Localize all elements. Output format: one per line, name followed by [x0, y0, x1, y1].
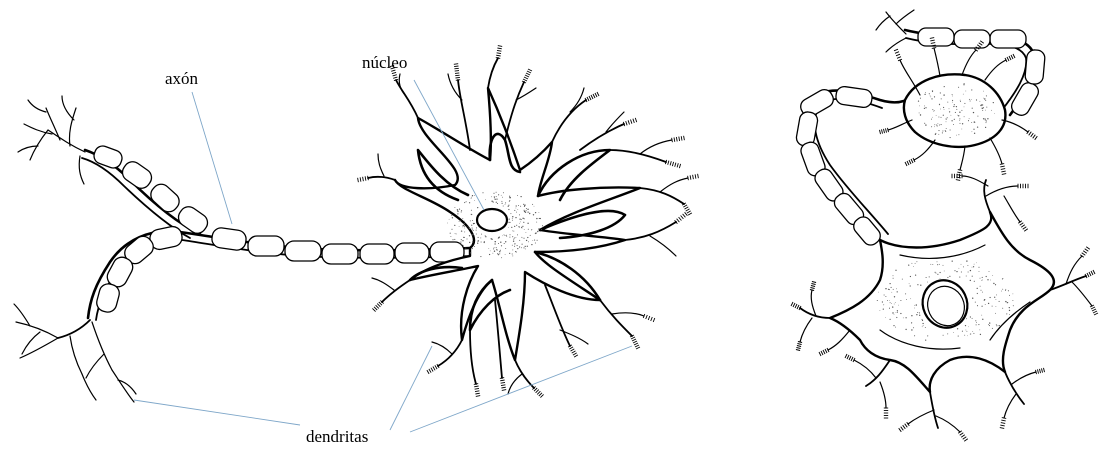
left-axon-terminal-bottom: [14, 304, 136, 402]
right-upper-soma: [904, 74, 1006, 147]
leader-axon: [192, 92, 232, 224]
leader-dendrites-middle: [390, 346, 432, 430]
label-nucleus: núcleo: [362, 54, 407, 71]
left-myelin-sheaths: [92, 144, 464, 314]
left-neuron: [14, 46, 698, 402]
leader-dendrites-right: [410, 346, 632, 432]
right-myelin-sheaths: [795, 28, 1045, 248]
leader-dendrites-left: [134, 400, 300, 425]
left-axon-terminal-top: [18, 96, 85, 184]
left-soma: [395, 88, 640, 360]
right-neuron: [791, 10, 1098, 441]
left-nucleus: [477, 209, 507, 231]
label-dendrites: dendritas: [306, 428, 368, 445]
label-axon: axón: [165, 70, 198, 87]
